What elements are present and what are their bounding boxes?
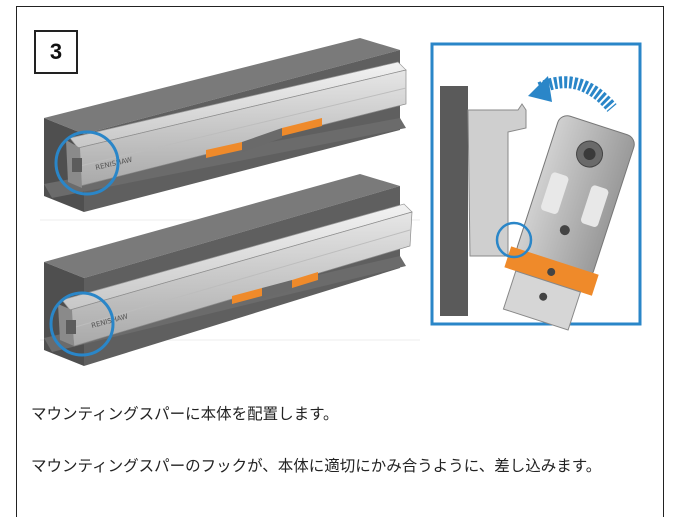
top-ledge (44, 118, 406, 198)
bottom-bracket-right (292, 272, 318, 288)
rotate-arrow-icon (528, 76, 617, 112)
step-number: 3 (49, 39, 63, 64)
detail-hook-highlight-circle (495, 221, 533, 259)
detail-substrate (440, 86, 468, 316)
top-substrate-top (44, 38, 400, 134)
detail-view (430, 42, 642, 331)
top-bracket-left (206, 142, 242, 158)
bottom-substrate-top (44, 174, 400, 278)
detail-mounting-spar (467, 103, 527, 257)
instruction-text-1: マウンティングスパーに本体を配置します。 (31, 405, 339, 423)
top-assembly: RENISHAW (44, 38, 407, 212)
bottom-highlight-circle (49, 291, 115, 357)
top-highlight-circle (54, 130, 120, 196)
bottom-assembly: RENISHAW (44, 174, 413, 366)
instruction-text-2: マウンティングスパーのフックが、本体に適切にかみ合うように、差し込みます。 (31, 457, 602, 475)
installation-illustration: RENISHAW RENISHAW (40, 38, 642, 366)
step-number-badge: 3 (34, 30, 78, 74)
bottom-bracket-left (232, 288, 262, 304)
instruction-panel (16, 6, 664, 517)
top-bracket-right (282, 118, 322, 136)
